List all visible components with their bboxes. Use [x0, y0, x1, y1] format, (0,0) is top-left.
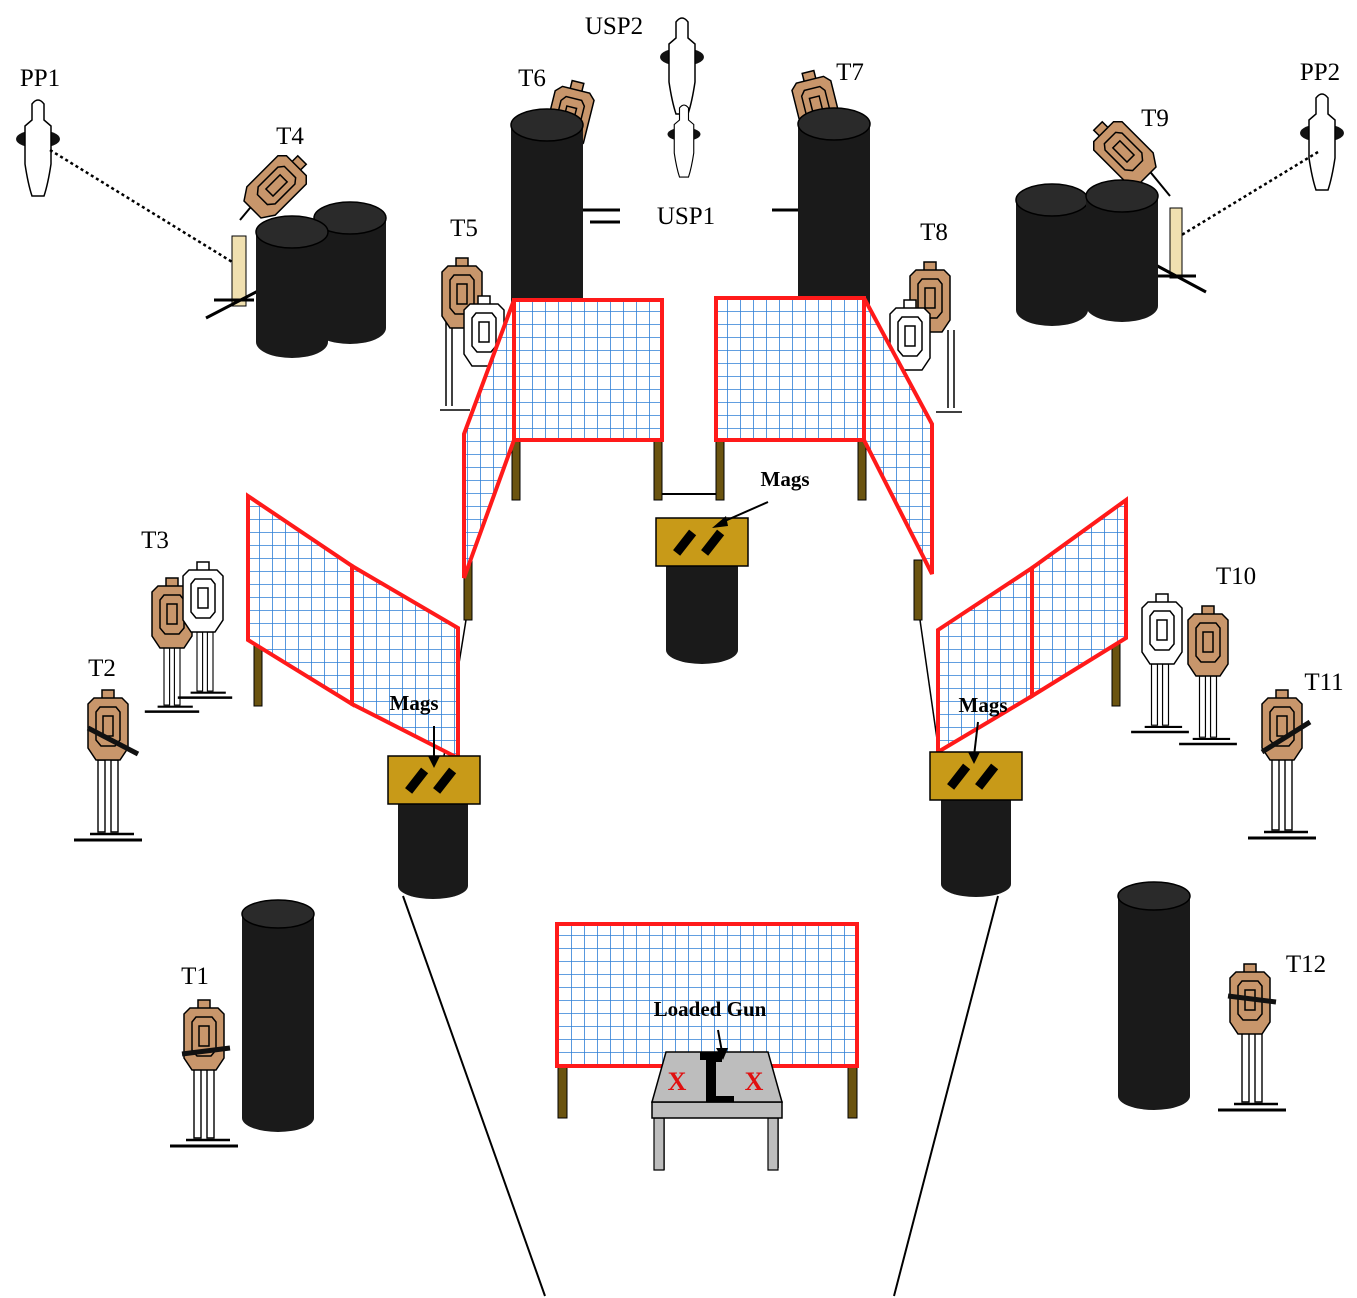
mag-box-icon: [655, 517, 749, 567]
barrel-icon: [398, 804, 468, 899]
label-t1: T1: [181, 963, 209, 990]
popper-target-icon: [659, 17, 705, 115]
mesh-fence-upper-right: [714, 296, 934, 621]
popper-pp2: PP2: [1179, 59, 1345, 238]
x-mark-left: X: [668, 1067, 687, 1096]
no-shoot-target-icon: [1141, 593, 1183, 665]
popper-usp1: USP1: [657, 104, 715, 230]
target-t10: T10: [1129, 563, 1256, 746]
note-loaded-gun: Loaded Gun: [654, 997, 767, 1021]
table-icon: [651, 1051, 783, 1171]
pistol-icon: [700, 1052, 734, 1102]
x-mark-right: X: [745, 1067, 764, 1096]
mesh-fence-start: [555, 922, 859, 1119]
label-t6: T6: [518, 65, 546, 92]
cardboard-target-icon: [1187, 605, 1229, 677]
barrel-icon: [941, 800, 1011, 897]
popper-target-icon: [1299, 93, 1345, 191]
mesh-fence-right: [936, 496, 1128, 756]
mag-station-right: Mags: [929, 693, 1023, 897]
barrel-icon: [1015, 183, 1089, 327]
label-pp2: PP2: [1300, 59, 1340, 86]
popper-target-icon: [15, 99, 61, 197]
note-mags-left: Mags: [390, 691, 439, 715]
label-t12: T12: [1286, 951, 1326, 978]
target-t7: T7: [772, 59, 871, 331]
target-t2: T2: [72, 655, 144, 842]
barrel-icon: [241, 899, 315, 1132]
label-usp1: USP1: [657, 203, 715, 230]
target-t9: T9: [1015, 105, 1207, 327]
target-t6: T6: [510, 65, 620, 332]
label-t2: T2: [88, 655, 116, 682]
label-t10: T10: [1216, 563, 1256, 590]
no-shoot-target-icon: [182, 561, 224, 633]
label-t3: T3: [141, 527, 169, 554]
start-table: X X Loaded Gun: [651, 997, 783, 1171]
mesh-fence-upper-left: [462, 298, 664, 621]
mag-station-center: Mags: [655, 467, 810, 664]
cardboard-target-icon: [183, 999, 225, 1071]
barrel-icon: [1117, 881, 1191, 1110]
target-t3: T3: [141, 527, 234, 713]
barrel-icon: [510, 108, 584, 332]
label-t8: T8: [920, 219, 948, 246]
popper-pp1: PP1: [15, 65, 243, 270]
barrel-icon: [666, 548, 738, 664]
target-t8: T8: [889, 219, 962, 413]
fault-line-right: [893, 895, 999, 1297]
target-t11: T11: [1246, 669, 1344, 840]
label-t5: T5: [450, 215, 478, 242]
barrel-icon: [1085, 179, 1159, 323]
barrel-icon: [255, 215, 329, 359]
label-t9: T9: [1141, 105, 1169, 132]
popper-usp2: USP2: [585, 13, 705, 115]
label-t11: T11: [1304, 669, 1343, 696]
target-t5: T5: [440, 215, 505, 411]
fault-line-left: [402, 895, 546, 1297]
label-t4: T4: [276, 123, 304, 150]
note-mags-right: Mags: [959, 693, 1008, 717]
mag-station-left: Mags: [387, 691, 481, 899]
label-t7: T7: [836, 59, 864, 86]
cardboard-target-icon: [237, 145, 317, 225]
cardboard-target-icon: [87, 689, 129, 761]
target-t1: T1: [168, 899, 315, 1148]
target-t12: T12: [1117, 881, 1326, 1112]
note-mags-center: Mags: [761, 467, 810, 491]
popper-target-icon: [666, 104, 702, 178]
label-usp2: USP2: [585, 13, 643, 40]
target-t4: T4: [205, 123, 387, 359]
label-pp1: PP1: [20, 65, 60, 92]
mesh-fence-left: [246, 492, 460, 762]
